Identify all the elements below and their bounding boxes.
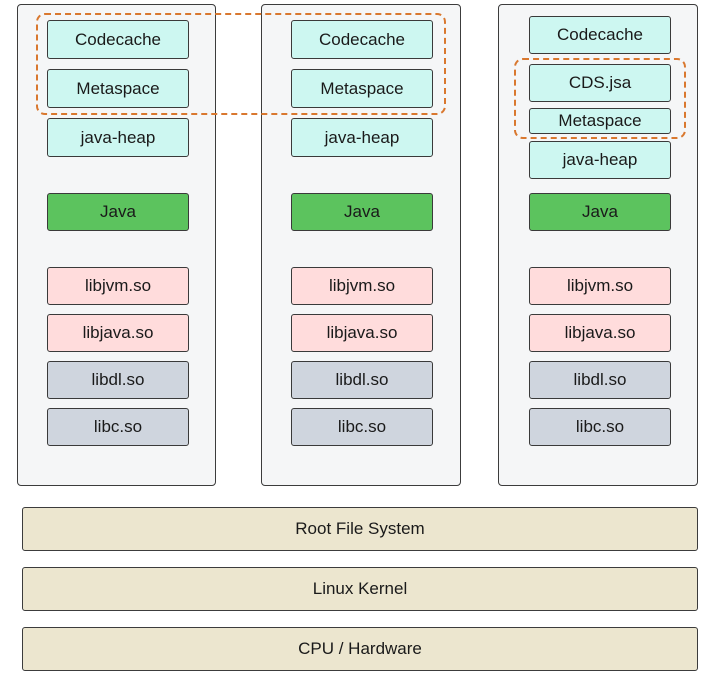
java-box-3: Java: [529, 193, 671, 231]
libc-box-3: libc.so: [529, 408, 671, 446]
java-box-1: Java: [47, 193, 189, 231]
cds-jsa-box-3: CDS.jsa: [529, 64, 671, 102]
metaspace-box-1: Metaspace: [47, 69, 189, 108]
java-heap-box-2: java-heap: [291, 118, 433, 157]
metaspace-box-2: Metaspace: [291, 69, 433, 108]
libdl-box-3: libdl.so: [529, 361, 671, 399]
metaspace-box-3: Metaspace: [529, 108, 671, 134]
libdl-box-2: libdl.so: [291, 361, 433, 399]
libc-box-2: libc.so: [291, 408, 433, 446]
codecache-box-1: Codecache: [47, 20, 189, 59]
libjava-box-3: libjava.so: [529, 314, 671, 352]
libjava-box-2: libjava.so: [291, 314, 433, 352]
libdl-box-1: libdl.so: [47, 361, 189, 399]
java-heap-box-1: java-heap: [47, 118, 189, 157]
java-box-2: Java: [291, 193, 433, 231]
libjvm-box-2: libjvm.so: [291, 267, 433, 305]
linux-kernel-layer: Linux Kernel: [22, 567, 698, 611]
libc-box-1: libc.so: [47, 408, 189, 446]
libjvm-box-1: libjvm.so: [47, 267, 189, 305]
libjava-box-1: libjava.so: [47, 314, 189, 352]
cpu-hardware-layer: CPU / Hardware: [22, 627, 698, 671]
java-heap-box-3: java-heap: [529, 141, 671, 179]
codecache-box-2: Codecache: [291, 20, 433, 59]
codecache-box-3: Codecache: [529, 16, 671, 54]
libjvm-box-3: libjvm.so: [529, 267, 671, 305]
root-file-system-layer: Root File System: [22, 507, 698, 551]
